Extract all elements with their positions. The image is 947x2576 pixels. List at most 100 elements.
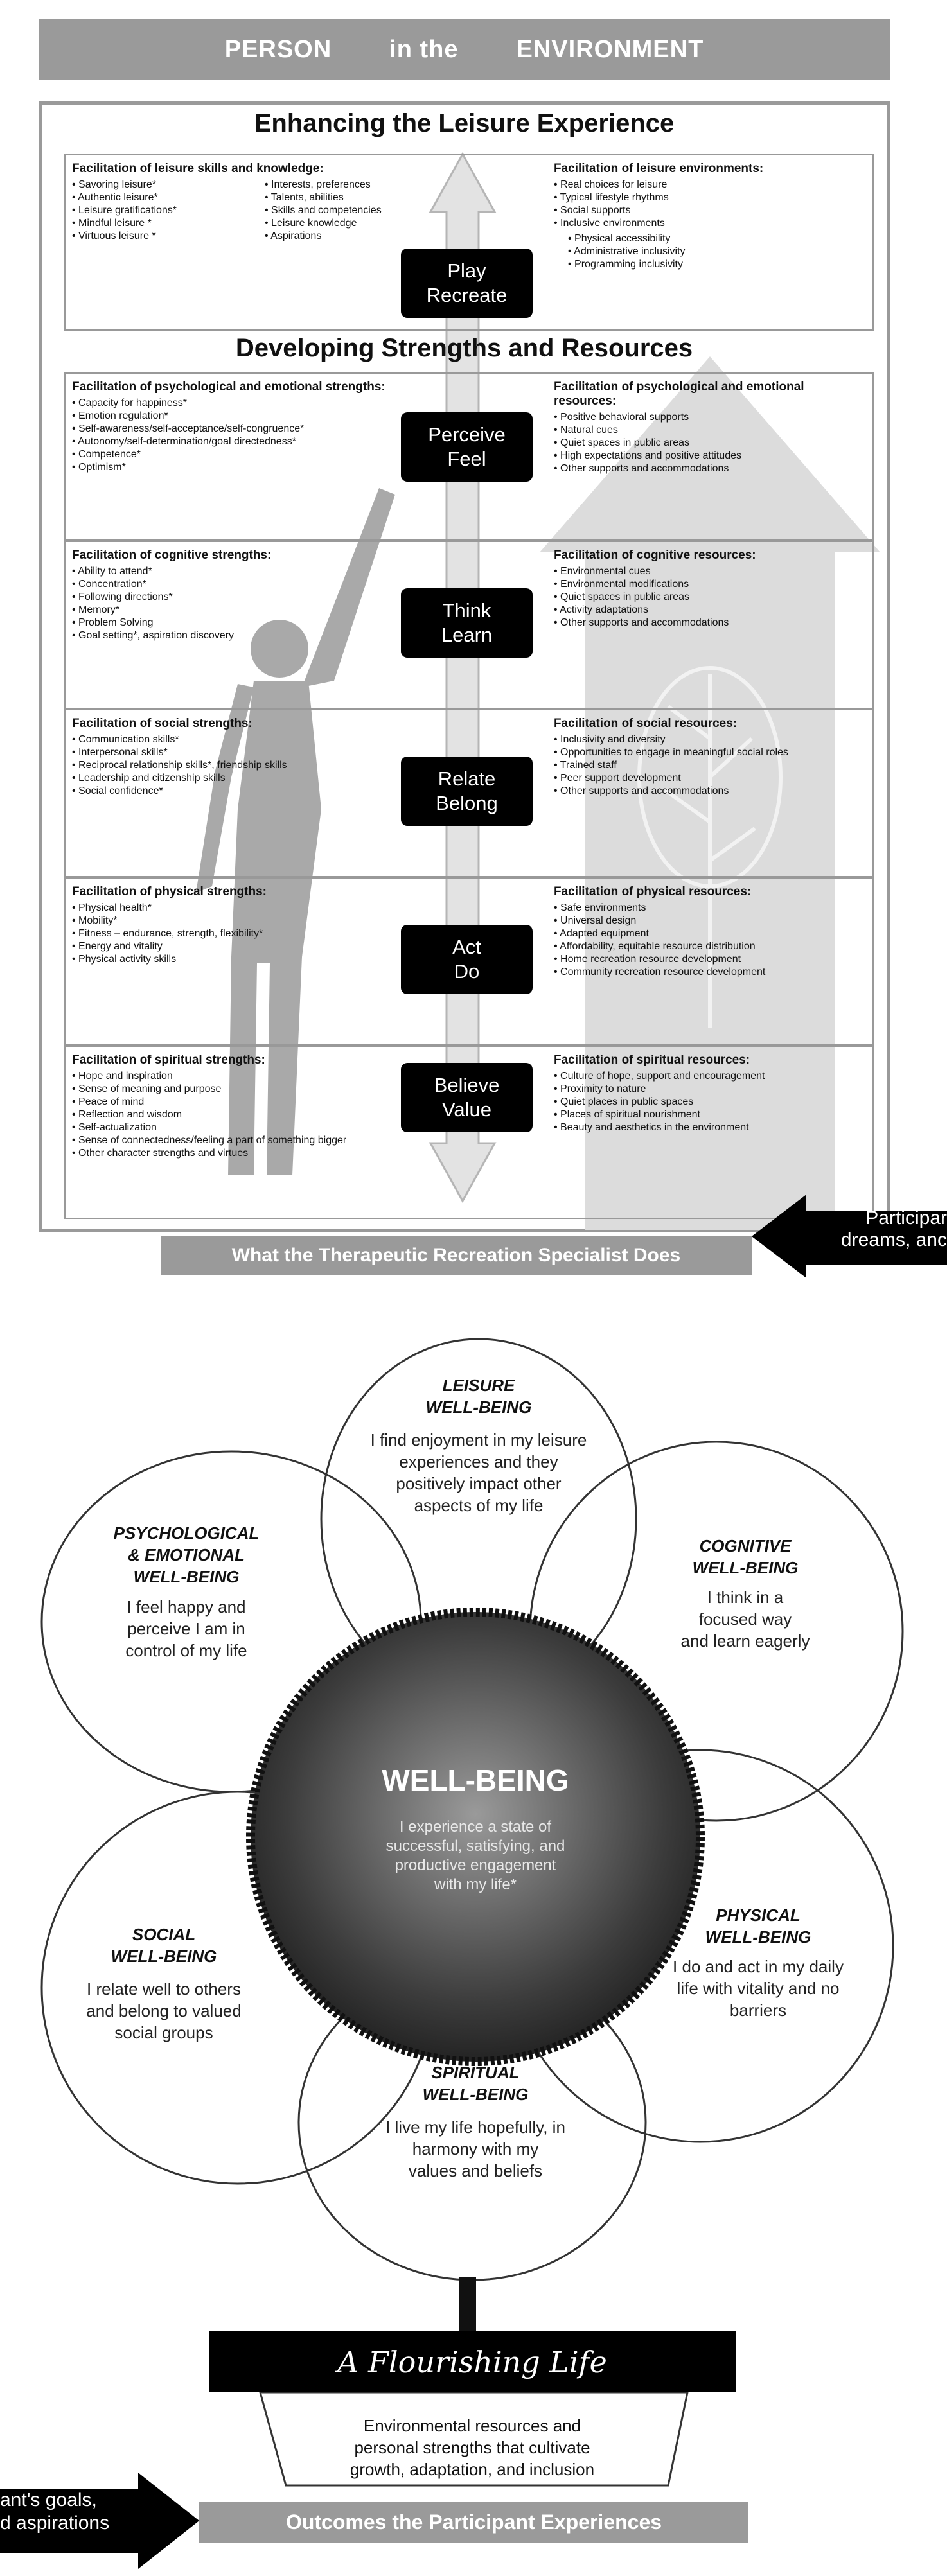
panel-social: Facilitation of social strengths: Commun… [64, 709, 874, 877]
list-item: Interests, preferences [265, 179, 432, 191]
list-item: Other character strengths and virtues [72, 1147, 470, 1160]
list-item: Culture of hope, support and encourageme… [554, 1070, 869, 1083]
core-text: I experience a state of successful, sati… [334, 1818, 617, 1895]
list-item: Leisure gratifications* [72, 204, 239, 217]
social-strengths-list: Communication skills* Interpersonal skil… [72, 733, 432, 798]
list-item: Real choices for leisure [554, 179, 862, 191]
list-item: Typical lifestyle rhythms [554, 191, 862, 204]
list-item: Mindful leisure * [72, 217, 239, 230]
petal-text-line: harmony with my [412, 2139, 539, 2159]
banner-person: PERSON [224, 36, 332, 63]
psych-text: I feel happy and perceive I am in contro… [96, 1596, 276, 1661]
leisure-title: LEISURE WELL-BEING [385, 1374, 572, 1418]
list-item: Virtuous leisure * [72, 230, 239, 243]
list-item: Physical accessibility [554, 232, 862, 245]
list-item: Natural cues [554, 424, 869, 437]
list-item: Peace of mind [72, 1096, 470, 1108]
list-item: Memory* [72, 604, 432, 617]
leisure-knowledge-list: Interests, preferences Talents, abilitie… [265, 179, 432, 243]
petal-text-line: perceive I am in [127, 1619, 245, 1638]
psych-title: PSYCHOLOGICAL & EMOTIONAL WELL-BEING [84, 1522, 289, 1588]
panel-leisure: Facilitation of leisure skills and knowl… [64, 154, 874, 331]
list-item: Proximity to nature [554, 1083, 869, 1096]
list-item: Environmental modifications [554, 578, 869, 591]
list-item: Energy and vitality [72, 940, 432, 953]
list-item: Adapted equipment [554, 927, 869, 940]
list-item: Mobility* [72, 915, 432, 927]
petal-title-line: PSYCHOLOGICAL [113, 1523, 260, 1543]
list-item: Other supports and accommodations [554, 617, 869, 629]
petal-text-line: I find enjoyment in my leisure [370, 1430, 587, 1450]
panel-spiritual: Facilitation of spiritual strengths: Hop… [64, 1046, 874, 1219]
panel-right-title: Facilitation of leisure environments: [554, 162, 764, 175]
list-item: Social confidence* [72, 785, 432, 798]
panel-left-title: Facilitation of cognitive strengths: [72, 548, 272, 562]
petal-title-line: WELL-BEING [111, 1947, 217, 1966]
verb-1: Think [442, 599, 491, 622]
list-item: Safe environments [554, 902, 869, 915]
list-item: Self-actualization [72, 1121, 470, 1134]
list-item: Other supports and accommodations [554, 462, 869, 475]
petal-title-line: & EMOTIONAL [128, 1545, 245, 1564]
basket-text: Environmental resources and personal str… [276, 2415, 668, 2480]
wellbeing-flower [40, 1338, 904, 2487]
core-text-line: with my life* [434, 1876, 517, 1893]
arrow-label-line: Participar [865, 1207, 947, 1229]
social-text: I relate well to others and belong to va… [64, 1978, 263, 2044]
list-item: Problem Solving [72, 617, 432, 629]
panel-right-title: Facilitation of social resources: [554, 717, 738, 730]
verb-2: Do [454, 960, 480, 983]
core-text-line: I experience a state of [399, 1818, 552, 1836]
spiritual-title: SPIRITUAL WELL-BEING [379, 2062, 572, 2105]
petal-text-line: and learn eagerly [680, 1631, 810, 1651]
petal-text-line: barriers [729, 2001, 787, 2020]
spiritual-text: I live my life hopefully, in harmony wit… [360, 2116, 591, 2182]
verb-1: Perceive [428, 423, 506, 446]
petal-text-line: values and beliefs [408, 2161, 543, 2180]
physical-strengths-list: Physical health* Mobility* Fitness – end… [72, 902, 432, 966]
list-item: Programming inclusivity [554, 258, 862, 271]
list-item: Reflection and wisdom [72, 1108, 470, 1121]
social-resources-list: Inclusivity and diversity Opportunities … [554, 733, 869, 798]
core-title: WELL-BEING [382, 1764, 569, 1797]
panel-right-title: Facilitation of spiritual resources: [554, 1053, 750, 1067]
list-item: Peer support development [554, 772, 869, 785]
psych-strengths-list: Capacity for happiness* Emotion regulati… [72, 397, 432, 474]
list-item: Hope and inspiration [72, 1070, 470, 1083]
core-text-line: successful, satisfying, and [385, 1837, 565, 1855]
list-item: Interpersonal skills* [72, 746, 432, 759]
list-item: Emotion regulation* [72, 410, 432, 423]
verb-2: Value [442, 1098, 491, 1121]
verb-1: Believe [434, 1074, 500, 1096]
list-item: Talents, abilities [265, 191, 432, 204]
basket-text-line: Environmental resources and [363, 2416, 581, 2435]
petal-text-line: I think in a [707, 1588, 784, 1607]
psych-resources-list: Positive behavioral supports Natural cue… [554, 411, 869, 475]
petal-text-line: I do and act in my daily [673, 1957, 844, 1976]
physical-title: PHYSICAL WELL-BEING [662, 1904, 854, 1948]
list-item: Savoring leisure* [72, 179, 239, 191]
petal-text-line: and belong to valued [86, 2001, 242, 2020]
panel-cognitive: Facilitation of cognitive strengths: Abi… [64, 541, 874, 709]
list-item: Sense of connectedness/feeling a part of… [72, 1134, 470, 1147]
verb-2: Belong [436, 792, 498, 814]
outcomes-banner: Outcomes the Participant Experiences [199, 2502, 748, 2543]
list-item: Ability to attend* [72, 565, 432, 578]
flourishing-life-bar: A Flourishing Life [209, 2331, 736, 2392]
petal-text-line: control of my life [125, 1641, 247, 1660]
inclusive-sub-list: Physical accessibility Administrative in… [554, 232, 862, 271]
list-item: Authentic leisure* [72, 191, 239, 204]
petal-title-line: WELL-BEING [133, 1567, 240, 1586]
list-item: Environmental cues [554, 565, 869, 578]
panel-left-title: Facilitation of social strengths: [72, 717, 252, 730]
petal-title-line: LEISURE [442, 1376, 515, 1395]
physical-resources-list: Safe environments Universal design Adapt… [554, 902, 869, 979]
participant-goals-label: ant's goals, d aspirations [0, 2489, 167, 2535]
section-heading-developing: Developing Strengths and Resources [235, 334, 693, 362]
panel-right-title: Facilitation of cognitive resources: [554, 548, 756, 562]
panel-left-title: Facilitation of leisure skills and knowl… [72, 162, 324, 175]
petal-text-line: I live my life hopefully, in [385, 2117, 565, 2137]
panel-right-title: Facilitation of physical resources: [554, 885, 752, 898]
list-item: Sense of meaning and purpose [72, 1083, 470, 1096]
verb-box-believe: Believe Value [401, 1063, 533, 1132]
